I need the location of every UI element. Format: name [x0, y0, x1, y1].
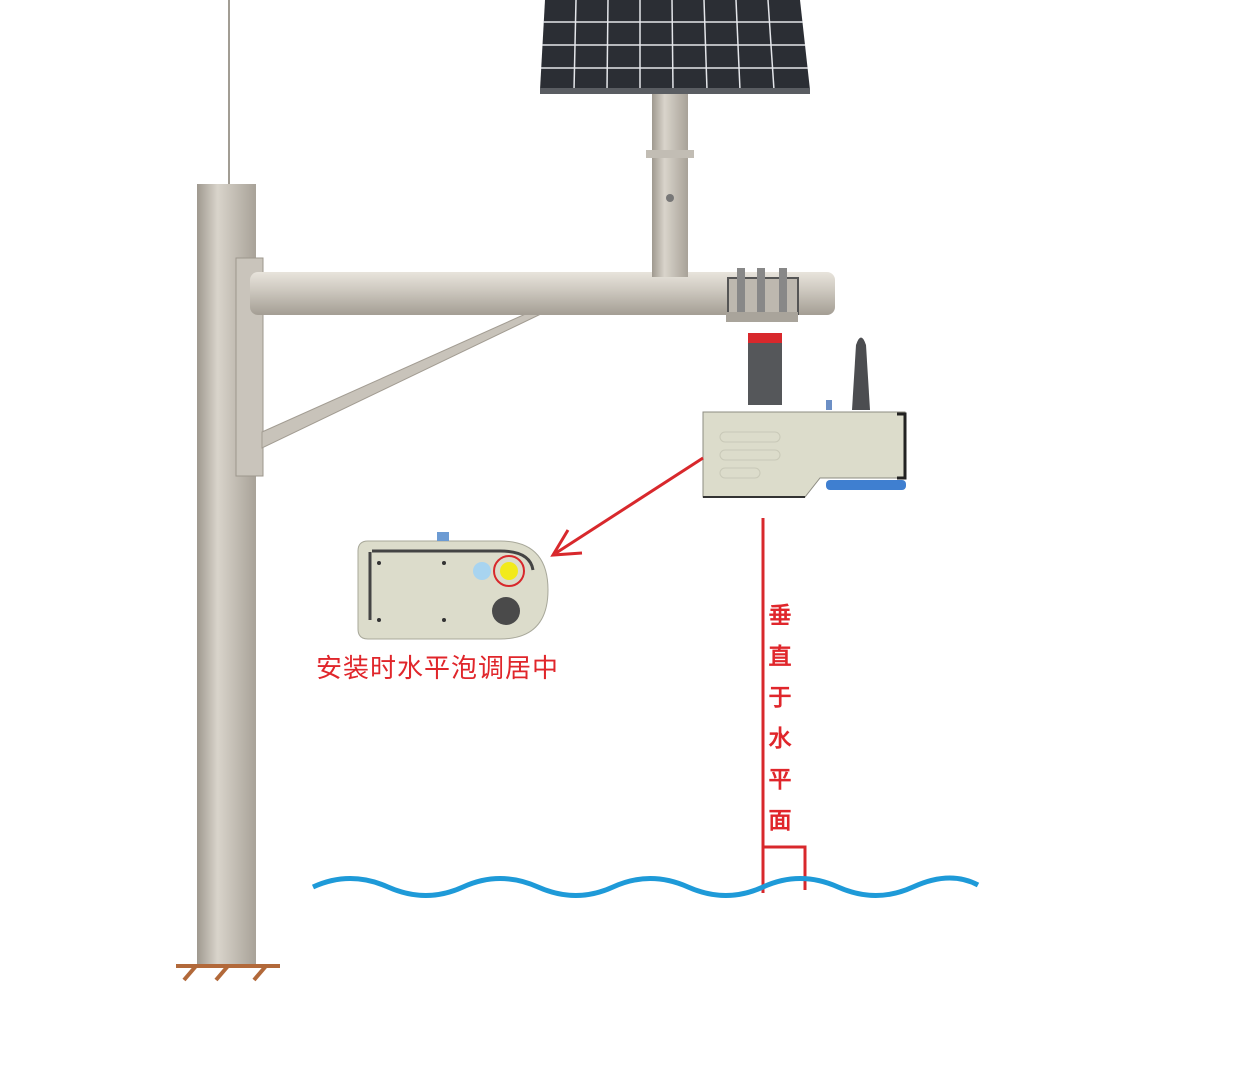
radar-sensor: [702, 337, 907, 498]
level-bubble-highlight-ring: [493, 555, 525, 587]
dark-knob: [492, 597, 520, 625]
light-blue-indicator: [473, 562, 491, 580]
vertical-note-char: 于: [768, 685, 792, 711]
vertical-note-char: 面: [768, 808, 792, 834]
water-surface: [311, 875, 980, 898]
diagonal-brace: [261, 311, 546, 449]
solar-panel: [540, 0, 810, 94]
horizontal-arm: [250, 272, 835, 315]
vertical-note-char: 直: [768, 644, 792, 670]
sensor-clamp: [726, 268, 799, 322]
right-angle-marker: [763, 845, 807, 890]
mast-bolt: [666, 194, 674, 202]
vertical-note-char: 平: [768, 767, 792, 793]
solar-mast: [652, 92, 688, 277]
sensor-top-view: [357, 532, 549, 640]
mast-clamp: [646, 150, 694, 158]
connector-red-band: [748, 333, 782, 343]
level-bubble-note: 安装时水平泡调居中: [316, 654, 560, 684]
vertical-note-char: 水: [768, 726, 792, 752]
level-bubble-icon: [500, 562, 518, 580]
vertical-note-char: 垂: [768, 603, 792, 629]
connector-body: [748, 343, 782, 405]
ground-symbol: [176, 964, 280, 982]
pointer-arrow: [550, 456, 704, 557]
vertical-note: 垂 直 于 水 平 面: [766, 596, 794, 842]
